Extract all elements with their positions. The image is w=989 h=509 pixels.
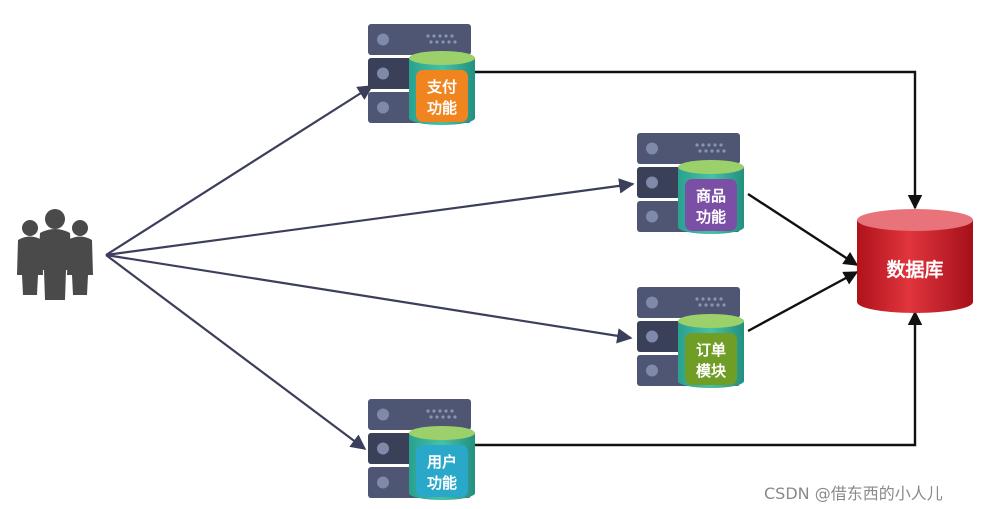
module-badge [416,445,468,497]
database-cylinder-body [857,220,973,313]
users-group-icon [17,209,93,300]
module-badge [416,70,468,122]
module-label-line1: 支付 [426,78,457,96]
database-cylinder-top [857,209,973,231]
module-label-line1: 订单 [696,341,726,359]
module-label-line2: 功能 [427,99,457,117]
edge-goods-db [747,192,859,267]
edge-users-goods [105,178,635,257]
edge-users-pay [105,85,374,256]
module-label-line2: 模块 [696,362,727,380]
watermark: CSDN @借东西的小人儿 [764,484,943,503]
module-goods: 商品 功能 [637,133,744,234]
edge-pay-db [475,70,923,210]
module-label-line1: 用户 [427,453,457,471]
module-order: 订单 模块 [637,287,744,388]
module-badge [685,333,737,385]
module-label-line1: 商品 [696,187,726,205]
module-label-line2: 功能 [427,474,457,492]
database-node: 数据库 [857,209,973,313]
database-label: 数据库 [886,258,943,281]
module-badge [685,179,737,231]
db-connections [475,70,923,447]
module-user: 用户 功能 [368,399,475,500]
module-label-line2: 功能 [696,208,726,226]
edge-users-user [105,254,367,450]
edge-users-order [105,253,633,344]
edge-user-db [475,310,923,447]
user-connections [105,85,635,450]
module-pay: 支付 功能 [368,24,475,125]
edge-order-db [747,270,859,333]
